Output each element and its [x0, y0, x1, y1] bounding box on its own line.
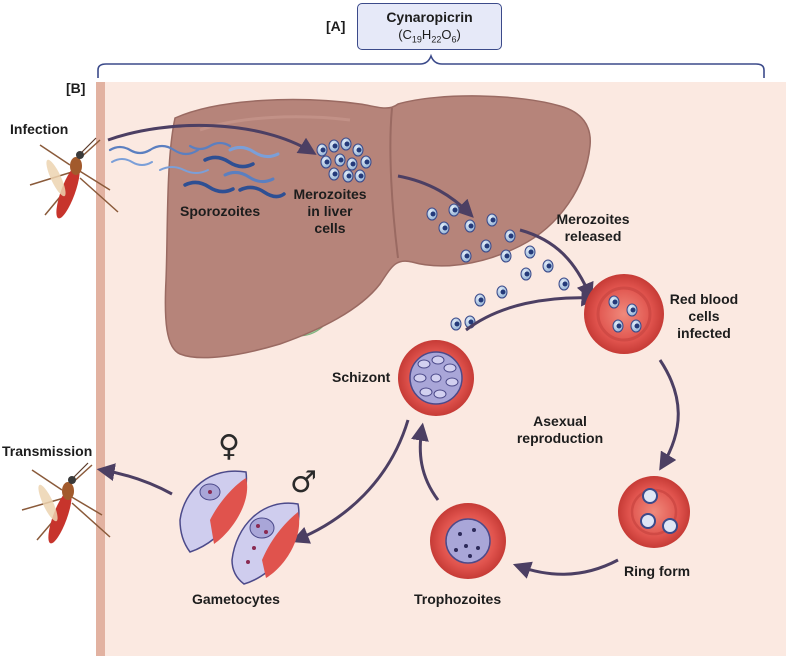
- label-rbc-infected-line2: cells: [688, 308, 720, 324]
- gametocyte-male: [231, 502, 300, 585]
- arrow-released-to-rbc: [519, 228, 594, 301]
- panel-a-label: [A]: [326, 18, 346, 34]
- schizont-cell: [398, 340, 474, 416]
- label-ring-form: Ring form: [624, 563, 691, 579]
- label-merozoites-released: Merozoites released: [548, 211, 638, 245]
- label-asexual-line1: Asexual: [533, 413, 587, 429]
- label-sporozoites: Sporozoites: [180, 203, 261, 219]
- arrow-schizont-to-rbc: [465, 288, 600, 332]
- label-merozoites-liver-line3: cells: [314, 220, 346, 236]
- label-merozoites-released-line2: released: [564, 228, 622, 244]
- ring-form-cell: [618, 476, 690, 548]
- mosquito-transmission-icon: [21, 462, 111, 544]
- trophozoite-cell: [430, 503, 506, 579]
- gametocyte-female: [179, 470, 248, 553]
- released-merozoites: [426, 203, 570, 331]
- red-blood-cell-infected: [584, 274, 664, 354]
- mosquito-infection-icon: [29, 137, 119, 219]
- arrow-gametocytes-to-transmission: [96, 463, 173, 496]
- label-asexual-reproduction: Asexual reproduction: [512, 413, 608, 447]
- label-schizont: Schizont: [332, 369, 391, 385]
- sporozoites-group: [108, 141, 286, 199]
- arrow-trophozoites-to-schizont: [411, 422, 440, 501]
- panel-b-left-bar: [96, 82, 105, 656]
- female-symbol-icon: ♀: [218, 429, 240, 464]
- label-gametocytes: Gametocytes: [192, 591, 280, 607]
- label-rbc-infected: Red blood cells infected: [664, 291, 744, 342]
- label-merozoites-released-line1: Merozoites: [556, 211, 630, 227]
- label-merozoites-liver-line1: Merozoites: [293, 186, 367, 202]
- compound-box: Cynaropicrin (C19H22O6): [357, 3, 502, 50]
- panel-b-label: [B]: [66, 80, 86, 96]
- arrow-liver-to-released: [397, 174, 474, 218]
- label-trophozoites: Trophozoites: [414, 591, 502, 607]
- compound-formula: (C19H22O6): [398, 27, 461, 45]
- arrow-ring-to-trophozoites: [512, 558, 619, 579]
- label-transmission: Transmission: [2, 443, 93, 459]
- male-symbol-icon: ♂: [290, 465, 317, 500]
- compound-name: Cynaropicrin: [386, 9, 473, 25]
- liver-fissure: [389, 107, 399, 259]
- label-rbc-infected-line3: infected: [677, 325, 731, 341]
- label-rbc-infected-line1: Red blood: [669, 291, 739, 307]
- arrow-rbc-to-ring: [658, 359, 680, 471]
- arrow-schizont-to-gametocytes: [290, 419, 410, 544]
- label-asexual-line2: reproduction: [516, 430, 604, 446]
- liver: [164, 95, 591, 359]
- liver-merozoite-cluster: [316, 137, 372, 183]
- panel-a-bracket: [97, 53, 765, 78]
- label-merozoites-liver: Merozoites in liver cells: [290, 186, 370, 237]
- label-merozoites-liver-line2: in liver: [307, 203, 353, 219]
- label-infection: Infection: [10, 121, 69, 137]
- arrow-infection-to-liver: [107, 123, 317, 155]
